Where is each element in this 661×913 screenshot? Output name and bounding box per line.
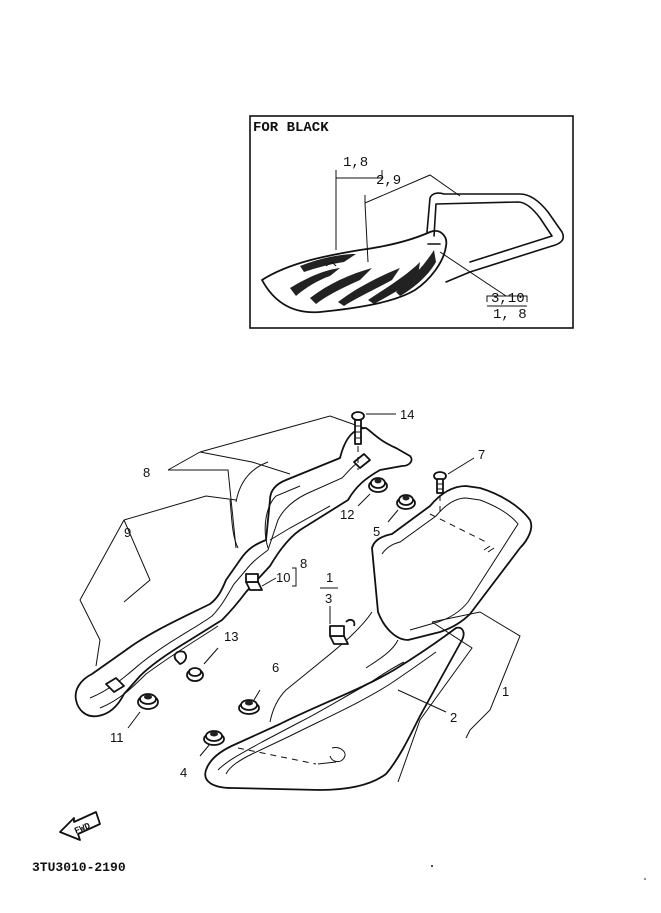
part-number: 3TU3010-2190 [32,860,126,875]
leader-1 [431,611,521,739]
callout-8b: 8 [300,556,307,571]
inset-callout-1-8-b: 1, 8 [493,307,527,323]
speck-2 [644,878,646,880]
inset-leader-3-10 [439,251,528,302]
right-side-cover [204,485,533,791]
inset-panel: FOR BLACK 1,8 2,9 3,10 1, 8 [249,115,574,329]
speck [431,865,433,867]
grommet-4 [199,730,225,757]
decal-outline [229,461,269,549]
decal-tab-10 [245,573,277,591]
exploded-view: 14 7 8 9 12 5 10 8 1 3 13 6 1 2 11 4 [74,407,533,791]
inset-leader-2-9 [364,174,461,263]
callout-1: 1 [502,684,509,699]
callout-9: 9 [124,525,131,540]
callout-1b: 1 [326,570,333,585]
grommet-11 [127,693,159,729]
leader-1-lower [397,621,473,783]
decal-tab-3 [329,606,356,645]
callout-6: 6 [272,660,279,675]
inset-callout-2-9: 2,9 [376,173,401,189]
leader-8 [199,451,291,475]
inset-leader-1-8 [335,170,383,250]
callout-4: 4 [180,765,187,780]
callout-7: 7 [478,447,485,462]
grommet-13 [186,647,219,682]
left-side-cover [74,415,413,718]
inset-callout-1-8: 1,8 [343,155,368,171]
inset-side-cover [261,192,565,314]
inset-title: FOR BLACK [253,120,329,136]
callout-5: 5 [373,524,380,539]
bolt-14 [351,411,396,470]
leader-8-down [168,469,237,549]
callout-2: 2 [450,710,457,725]
bracket-10-8 [292,567,297,587]
callout-10: 10 [276,570,290,585]
callout-12: 12 [340,507,354,522]
grommet-6 [238,689,261,715]
leader-8-up [167,415,365,471]
callout-14: 14 [400,407,414,422]
leader-9 [79,495,237,667]
fwd-arrow-icon: FWD [59,811,101,841]
callout-11: 11 [110,730,124,745]
leader-2 [397,689,447,713]
grommet-5 [387,494,416,523]
callout-8: 8 [143,465,150,480]
callout-3: 3 [325,591,332,606]
callout-13: 13 [224,629,238,644]
grommet-12 [357,477,388,507]
inset-callout-3-10: 3,10 [491,291,525,307]
bolt-7 [433,457,475,512]
